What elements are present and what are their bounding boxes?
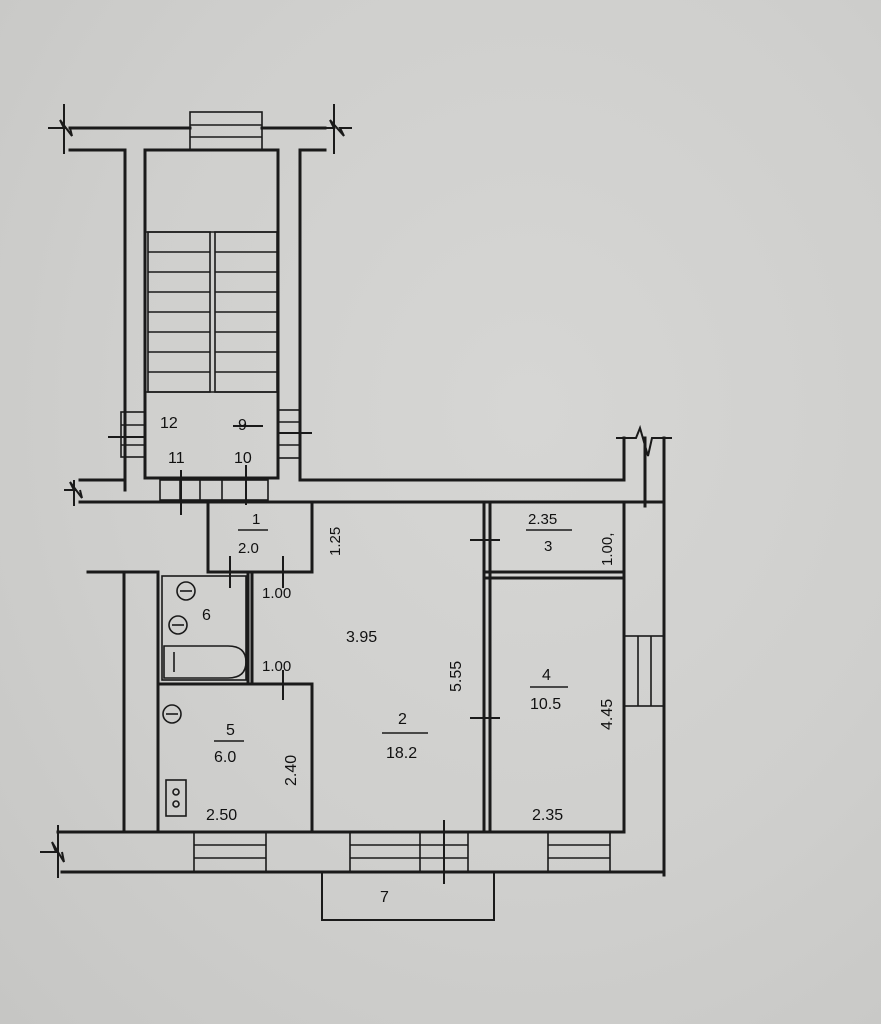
sink-icon bbox=[162, 704, 182, 724]
interior-walls bbox=[156, 500, 626, 834]
bath-width-dim: 1.00 bbox=[262, 585, 291, 602]
stairwell: 12 9 11 10 bbox=[48, 104, 352, 515]
fixtures bbox=[161, 575, 247, 817]
room-5-area: 6.0 bbox=[214, 749, 236, 766]
stove-icon bbox=[165, 779, 187, 817]
kitchen-width-dim: 2.50 bbox=[206, 807, 237, 824]
room-4-number: 4 bbox=[542, 667, 551, 684]
bedroom-width-dim: 2.35 bbox=[532, 807, 563, 824]
room-7-number: 7 bbox=[380, 889, 389, 906]
wc-width-dim: 1.00 bbox=[262, 658, 291, 675]
closet-depth-dim: 1.00, bbox=[599, 533, 616, 566]
stair-flat-label: 10 bbox=[234, 450, 252, 467]
living-length-dim: 5.55 bbox=[448, 661, 465, 692]
stair-flat-label: 9 bbox=[238, 417, 247, 434]
room-2-area: 18.2 bbox=[386, 745, 417, 762]
room-3-dim: 2.35 bbox=[528, 511, 557, 528]
room-5-number: 5 bbox=[226, 722, 235, 739]
bathtub-icon bbox=[163, 645, 247, 679]
stair-flat-label: 12 bbox=[160, 415, 178, 432]
balcony bbox=[321, 871, 495, 921]
room-labels: 1 2.0 1.25 1.00 6 3.95 5.55 2 18.2 1.00 … bbox=[202, 511, 616, 906]
room-6-number: 6 bbox=[202, 607, 211, 624]
kitchen-length-dim: 2.40 bbox=[283, 755, 300, 786]
stair-flat-label: 11 bbox=[168, 450, 185, 467]
bedroom-length-dim: 4.45 bbox=[599, 699, 616, 730]
room-3-number: 3 bbox=[544, 538, 552, 555]
washbasin-icon bbox=[176, 581, 196, 601]
room-1-area: 2.0 bbox=[238, 540, 259, 557]
room-2-number: 2 bbox=[398, 711, 407, 728]
hall-width-dim: 1.25 bbox=[327, 527, 344, 556]
toilet-icon bbox=[168, 615, 188, 635]
room-1-number: 1 bbox=[252, 511, 260, 528]
exterior-walls bbox=[40, 424, 672, 921]
room-4-area: 10.5 bbox=[530, 696, 561, 713]
living-width-dim: 3.95 bbox=[346, 629, 377, 646]
